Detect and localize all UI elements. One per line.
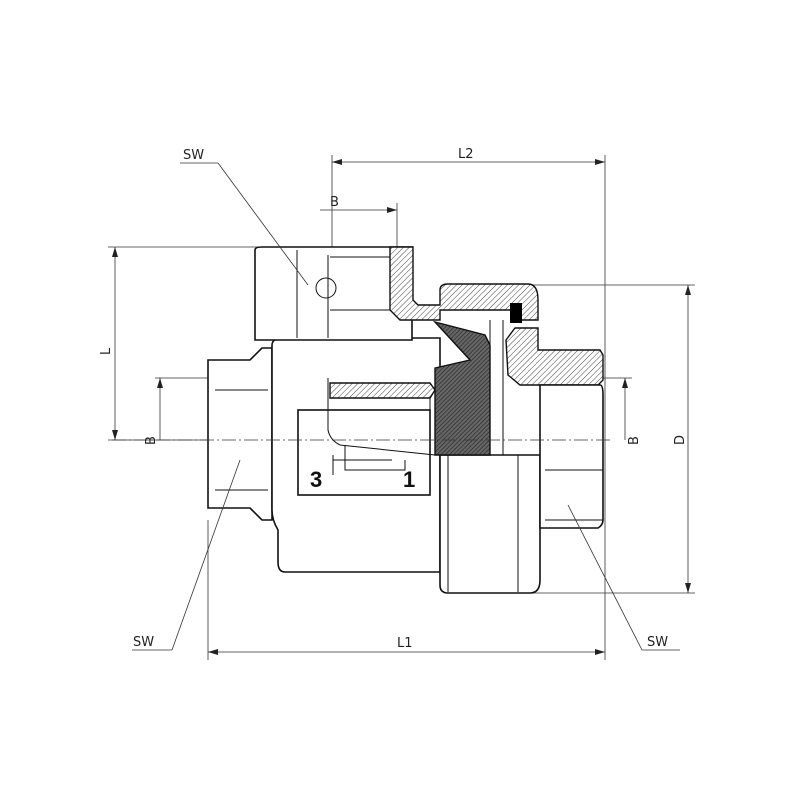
seal-ring bbox=[510, 303, 522, 323]
flow-label-box bbox=[297, 409, 431, 496]
port-1-label: 1 bbox=[403, 467, 415, 492]
valve-body: 3 1 bbox=[207, 246, 604, 594]
check-insert bbox=[432, 320, 491, 456]
b-right-label: B bbox=[627, 436, 642, 445]
sw-top-label: SW bbox=[183, 148, 204, 163]
port-3-label: 3 bbox=[310, 467, 322, 492]
dimension-labels: SW L2 B L B B D L1 SW SW bbox=[99, 147, 688, 651]
top-branch bbox=[254, 246, 413, 341]
d-label: D bbox=[673, 435, 688, 445]
union-nut bbox=[439, 454, 541, 594]
l1-label: L1 bbox=[397, 636, 413, 651]
b-left-label: B bbox=[144, 436, 159, 445]
right-hex-end bbox=[539, 384, 604, 529]
l-label: L bbox=[99, 347, 114, 355]
l2-label: L2 bbox=[458, 147, 474, 162]
sw-bottom-right-label: SW bbox=[647, 635, 668, 650]
dimension-lines bbox=[112, 159, 691, 655]
left-hex-end bbox=[207, 347, 273, 521]
b-top-label: B bbox=[330, 195, 339, 210]
sw-bottom-left-label: SW bbox=[133, 635, 154, 650]
